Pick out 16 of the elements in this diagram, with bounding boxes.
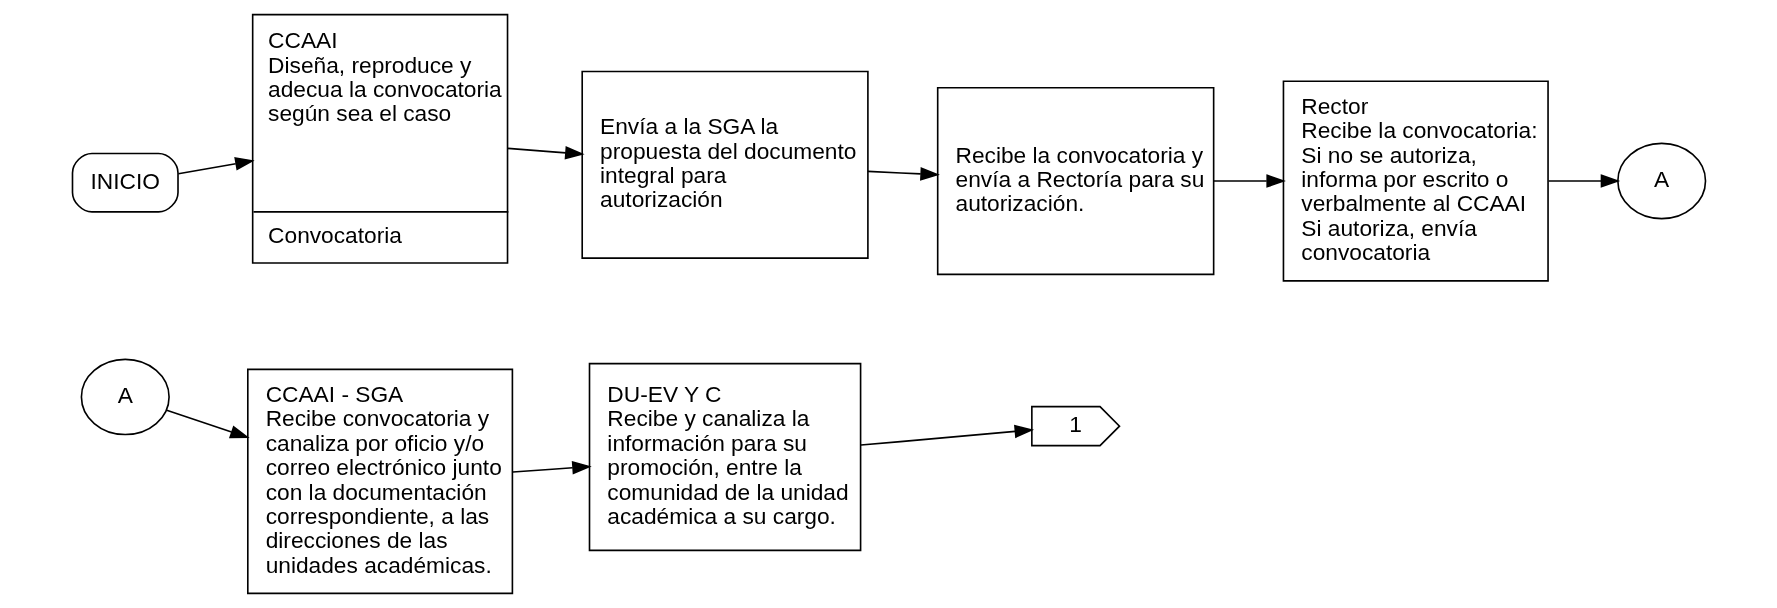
- arrow: [859, 424, 1034, 446]
- node-box: INICIO: [71, 152, 179, 213]
- arrow: [511, 460, 592, 475]
- node-box: Rector Recibe la convocatoria: Si no se autoriza, informa por escrito o verbalmente al CCAAI Si autoriza, envía convocatoria: [1282, 80, 1549, 282]
- node-box: CCAAI - SGA Recibe convocatoria y canaliza por oficio y/o correo electrónico junto con la documentación correspondiente, a las direcciones de las unidades académicas.: [246, 368, 513, 595]
- arrow: [506, 146, 585, 160]
- arrow: [1212, 174, 1286, 188]
- node-box: DU-EV Y C Recibe y canaliza la información para su promoción, entre la comunidad de la unidad académica a su cargo.: [588, 362, 861, 552]
- node-ellipse: A: [1616, 142, 1706, 220]
- arrow: [866, 167, 940, 181]
- node-box: Recibe la convocatoria y envía a Rectoría para su autorización.: [936, 86, 1214, 276]
- arrow: [165, 409, 250, 439]
- node-box: Envía a la SGA la propuesta del documento integral para autorización: [580, 70, 869, 259]
- node-ellipse: A: [80, 358, 170, 436]
- arrow: [177, 157, 255, 175]
- arrow: [1547, 174, 1620, 188]
